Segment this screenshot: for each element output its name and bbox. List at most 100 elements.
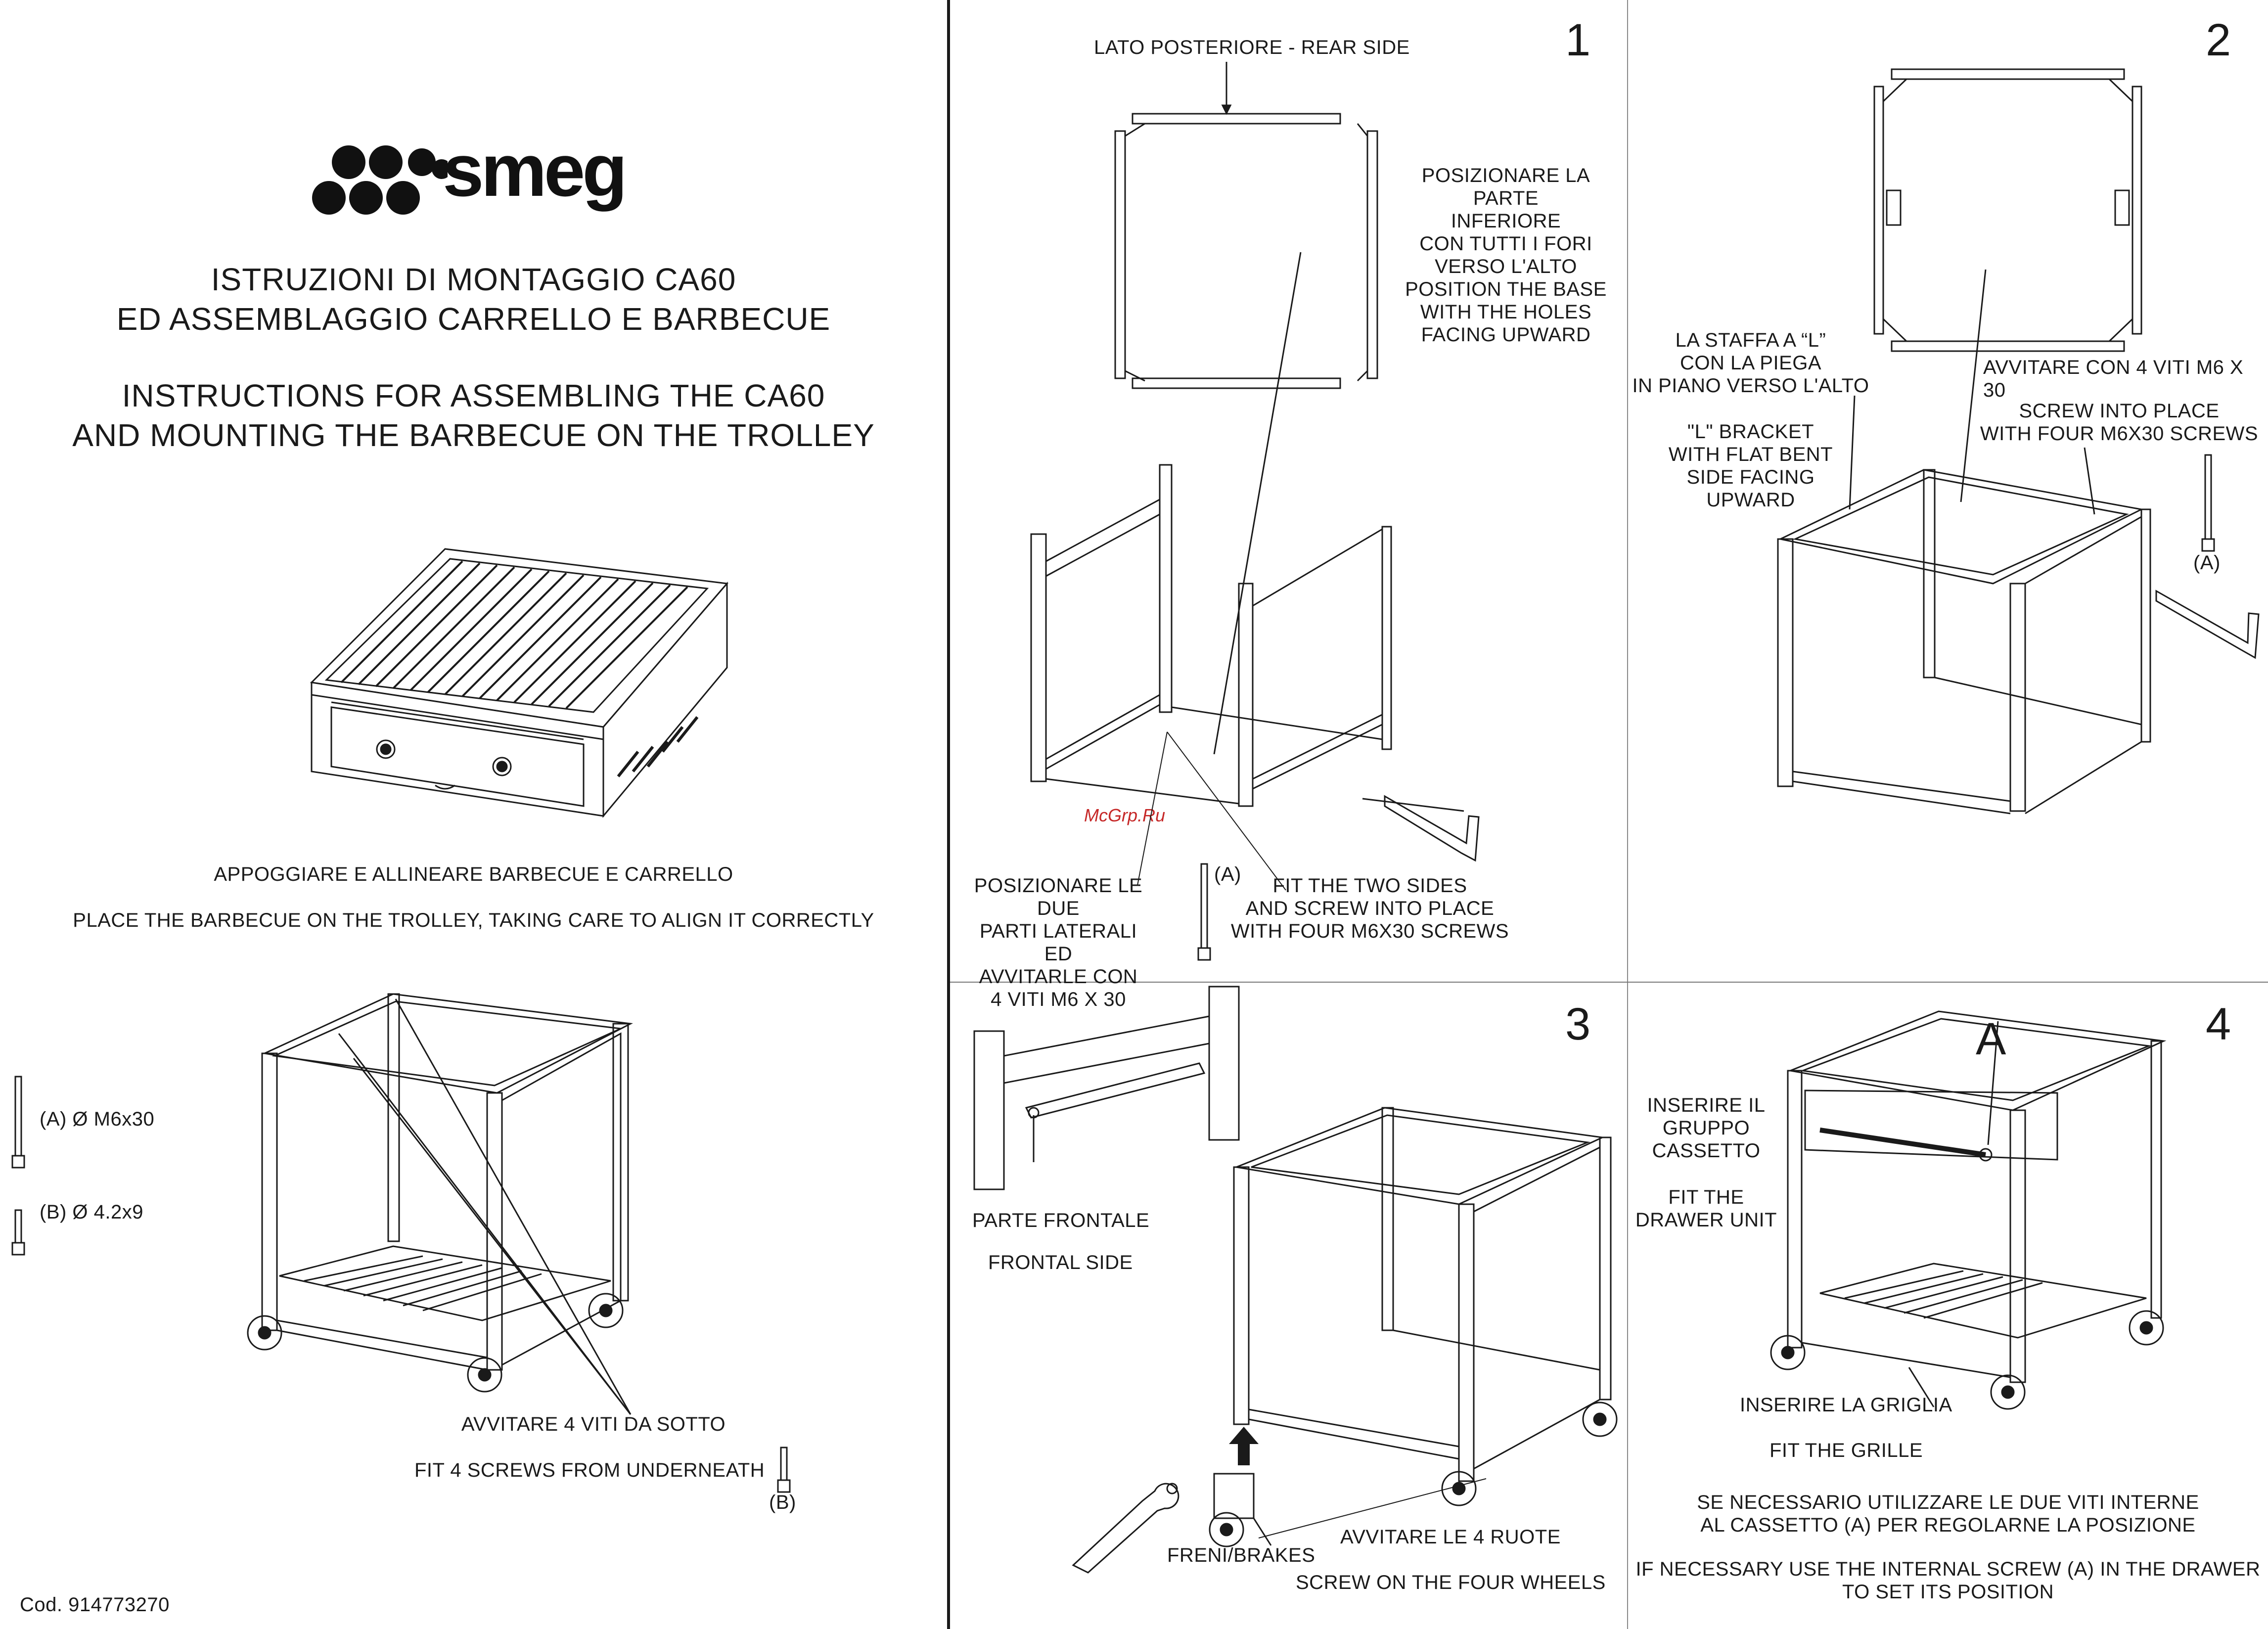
- panel-divider-vertical: [1627, 0, 1628, 1629]
- step-1-number: 1: [1565, 15, 1591, 65]
- underneath-it: AVVITARE 4 VITI DA SOTTO: [461, 1413, 726, 1435]
- top-frame-illustration: [1872, 67, 2144, 354]
- step-2-number: 2: [2206, 15, 2231, 65]
- drawer-instruction-en: FIT THE DRAWER UNIT: [1627, 1186, 1785, 1231]
- screw-into-place-it: AVVITARE CON 4 VITI M6 X 30: [1983, 357, 2244, 401]
- bracket-instruction-en: "L" BRACKET WITH FLAT BENT SIDE FACING U…: [1652, 420, 1850, 511]
- bracket-it-line: CON LA PIEGA: [1679, 352, 1822, 374]
- bracket-en-line: "L" BRACKET: [1687, 421, 1814, 443]
- brakes-label: FRENI/BRAKES: [1167, 1544, 1315, 1566]
- base-frame-illustration: [1108, 62, 1375, 398]
- page-fold-line: [947, 0, 950, 1629]
- title-it-line-2: ED ASSEMBLAGGIO CARRELLO E BARBECUE: [116, 301, 831, 337]
- panel-divider-horizontal: [950, 982, 2268, 983]
- base-en-line: FACING UPWARD: [1421, 324, 1591, 346]
- screw-b-icon: [11, 1209, 26, 1256]
- frame-assembly-illustration: [1775, 465, 2151, 851]
- bracket-it-line: IN PIANO VERSO L'ALTO: [1632, 375, 1869, 397]
- watermark: McGrp.Ru: [1084, 805, 1166, 825]
- bracket-en-line: UPWARD: [1706, 489, 1795, 511]
- drawer-it-line: GRUPPO: [1662, 1117, 1750, 1139]
- drawer-it-line: CASSETTO: [1652, 1140, 1761, 1162]
- cover-title-en: INSTRUCTIONS FOR ASSEMBLING THE CA60 AND…: [0, 376, 947, 455]
- frontal-side-en: FRONTAL SIDE: [988, 1252, 1133, 1273]
- screw-b-tag: (B): [769, 1492, 796, 1513]
- sides-instruction-it: POSIZIONARE LE DUE PARTI LATERALI ED AVV…: [964, 874, 1152, 1011]
- sides-it-line: 4 VITI M6 X 30: [991, 989, 1126, 1010]
- adjust-it-line: AL CASSETTO (A) PER REGOLARNE LA POSIZIO…: [1700, 1514, 2196, 1536]
- allen-key-icon: [1382, 791, 1491, 865]
- title-en-line-2: AND MOUNTING THE BARBECUE ON THE TROLLEY: [72, 417, 875, 453]
- sides-instruction-en: FIT THE TWO SIDES AND SCREW INTO PLACE W…: [1222, 874, 1518, 943]
- screw-a-step1-icon: [1197, 863, 1212, 962]
- base-it-line: INFERIORE: [1451, 210, 1561, 232]
- base-en-line: POSITION THE BASE: [1405, 278, 1607, 300]
- pointer-lines: [1137, 727, 1286, 890]
- brake-wrench-icon: [1068, 1471, 1197, 1575]
- screw-a-step2-icon: [2201, 454, 2216, 553]
- base-en-line: WITH THE HOLES: [1420, 301, 1592, 323]
- sides-it-line: POSIZIONARE LE DUE: [974, 875, 1143, 919]
- drawer-en-line: DRAWER UNIT: [1635, 1209, 1777, 1231]
- sides-it-line: PARTI LATERALI ED: [979, 920, 1137, 965]
- rear-side-label: LATO POSTERIORE - REAR SIDE: [1094, 37, 1410, 58]
- adjust-instruction-it: SE NECESSARIO UTILIZZARE LE DUE VITI INT…: [1628, 1491, 2268, 1537]
- logo-wordmark: smeg: [443, 129, 628, 212]
- wheels-en: SCREW ON THE FOUR WHEELS: [1296, 1572, 1606, 1593]
- smeg-logo: smeg: [309, 129, 655, 218]
- assembled-trolley-illustration: [225, 984, 650, 1419]
- adjust-en-line: TO SET ITS POSITION: [1842, 1581, 2054, 1603]
- cover-title-it: ISTRUZIONI DI MONTAGGIO CA60 ED ASSEMBLA…: [0, 260, 947, 339]
- base-instruction-en: POSITION THE BASE WITH THE HOLES FACING …: [1387, 278, 1625, 346]
- place-instruction-it: APPOGGIARE E ALLINEARE BARBECUE E CARREL…: [214, 863, 733, 885]
- screw-en-line: SCREW INTO PLACE: [2019, 400, 2220, 422]
- sides-it-line: AVVITARLE CON: [979, 966, 1138, 988]
- bracket-en-line: SIDE FACING: [1686, 466, 1815, 488]
- document-code: Cod. 914773270: [20, 1594, 170, 1616]
- adjust-en-line: IF NECESSARY USE THE INTERNAL SCREW (A) …: [1635, 1558, 2261, 1580]
- title-en-line-1: INSTRUCTIONS FOR ASSEMBLING THE CA60: [122, 378, 825, 413]
- drawer-grille-illustration: [1761, 996, 2171, 1422]
- frontal-side-detail-illustration: [972, 984, 1249, 1192]
- wheels-it: AVVITARE LE 4 RUOTE: [1340, 1526, 1561, 1548]
- screw-a-tag-step2: (A): [2193, 552, 2221, 574]
- screw-b-small-icon: [776, 1447, 791, 1493]
- arrow-up-icon: [1229, 1427, 1259, 1465]
- base-it-line: POSIZIONARE LA PARTE: [1421, 165, 1590, 209]
- bracket-en-line: WITH FLAT BENT: [1668, 444, 1833, 465]
- allen-key-step2-icon: [2154, 586, 2268, 660]
- sides-en-line: AND SCREW INTO PLACE: [1245, 898, 1495, 919]
- trolley-wheels-illustration: [1231, 1093, 1612, 1528]
- drawer-it-line: INSERIRE IL: [1647, 1094, 1766, 1116]
- underneath-en: FIT 4 SCREWS FROM UNDERNEATH: [414, 1459, 765, 1481]
- base-instruction-it: POSIZIONARE LA PARTE INFERIORE CON TUTTI…: [1387, 164, 1625, 278]
- bracket-it-line: LA STAFFA A “L”: [1675, 329, 1826, 351]
- grille-it: INSERIRE LA GRIGLIA: [1740, 1394, 1952, 1416]
- drawer-en-line: FIT THE: [1668, 1186, 1744, 1208]
- frontal-side-it: PARTE FRONTALE: [972, 1210, 1150, 1231]
- base-it-line: VERSO L'ALTO: [1435, 256, 1577, 277]
- place-instruction-en: PLACE THE BARBECUE ON THE TROLLEY, TAKIN…: [73, 909, 874, 931]
- bracket-instruction-it: LA STAFFA A “L” CON LA PIEGA IN PIANO VE…: [1627, 329, 1874, 397]
- step-4-number: 4: [2206, 999, 2231, 1049]
- drawer-instruction-it: INSERIRE IL GRUPPO CASSETTO: [1627, 1094, 1785, 1162]
- logo-dots-icon: [312, 145, 448, 215]
- sides-en-line: WITH FOUR M6X30 SCREWS: [1230, 920, 1509, 942]
- grille-en: FIT THE GRILLE: [1769, 1440, 1923, 1461]
- screw-a-tag-step1: (A): [1214, 863, 1241, 885]
- wheel-caster-icon: [1202, 1471, 1271, 1550]
- adjust-instruction-en: IF NECESSARY USE THE INTERNAL SCREW (A) …: [1628, 1558, 2268, 1603]
- screw-b-label: (B) Ø 4.2x9: [40, 1201, 144, 1223]
- screw-en-line: WITH FOUR M6X30 SCREWS: [1980, 423, 2259, 445]
- adjust-it-line: SE NECESSARIO UTILIZZARE LE DUE VITI INT…: [1697, 1492, 2199, 1513]
- title-it-line-1: ISTRUZIONI DI MONTAGGIO CA60: [211, 262, 736, 297]
- base-it-line: CON TUTTI I FORI: [1419, 233, 1592, 255]
- wheels-pointer-lines: [1259, 1479, 1486, 1558]
- screw-a-label: (A) Ø M6x30: [40, 1108, 155, 1130]
- screw-a-icon: [11, 1076, 26, 1170]
- screw-into-place-en: SCREW INTO PLACE WITH FOUR M6X30 SCREWS: [1978, 400, 2260, 445]
- barbecue-illustration: [297, 539, 732, 816]
- step-3-number: 3: [1565, 999, 1591, 1049]
- side-panels-illustration: [1016, 462, 1392, 848]
- sides-en-line: FIT THE TWO SIDES: [1272, 875, 1467, 897]
